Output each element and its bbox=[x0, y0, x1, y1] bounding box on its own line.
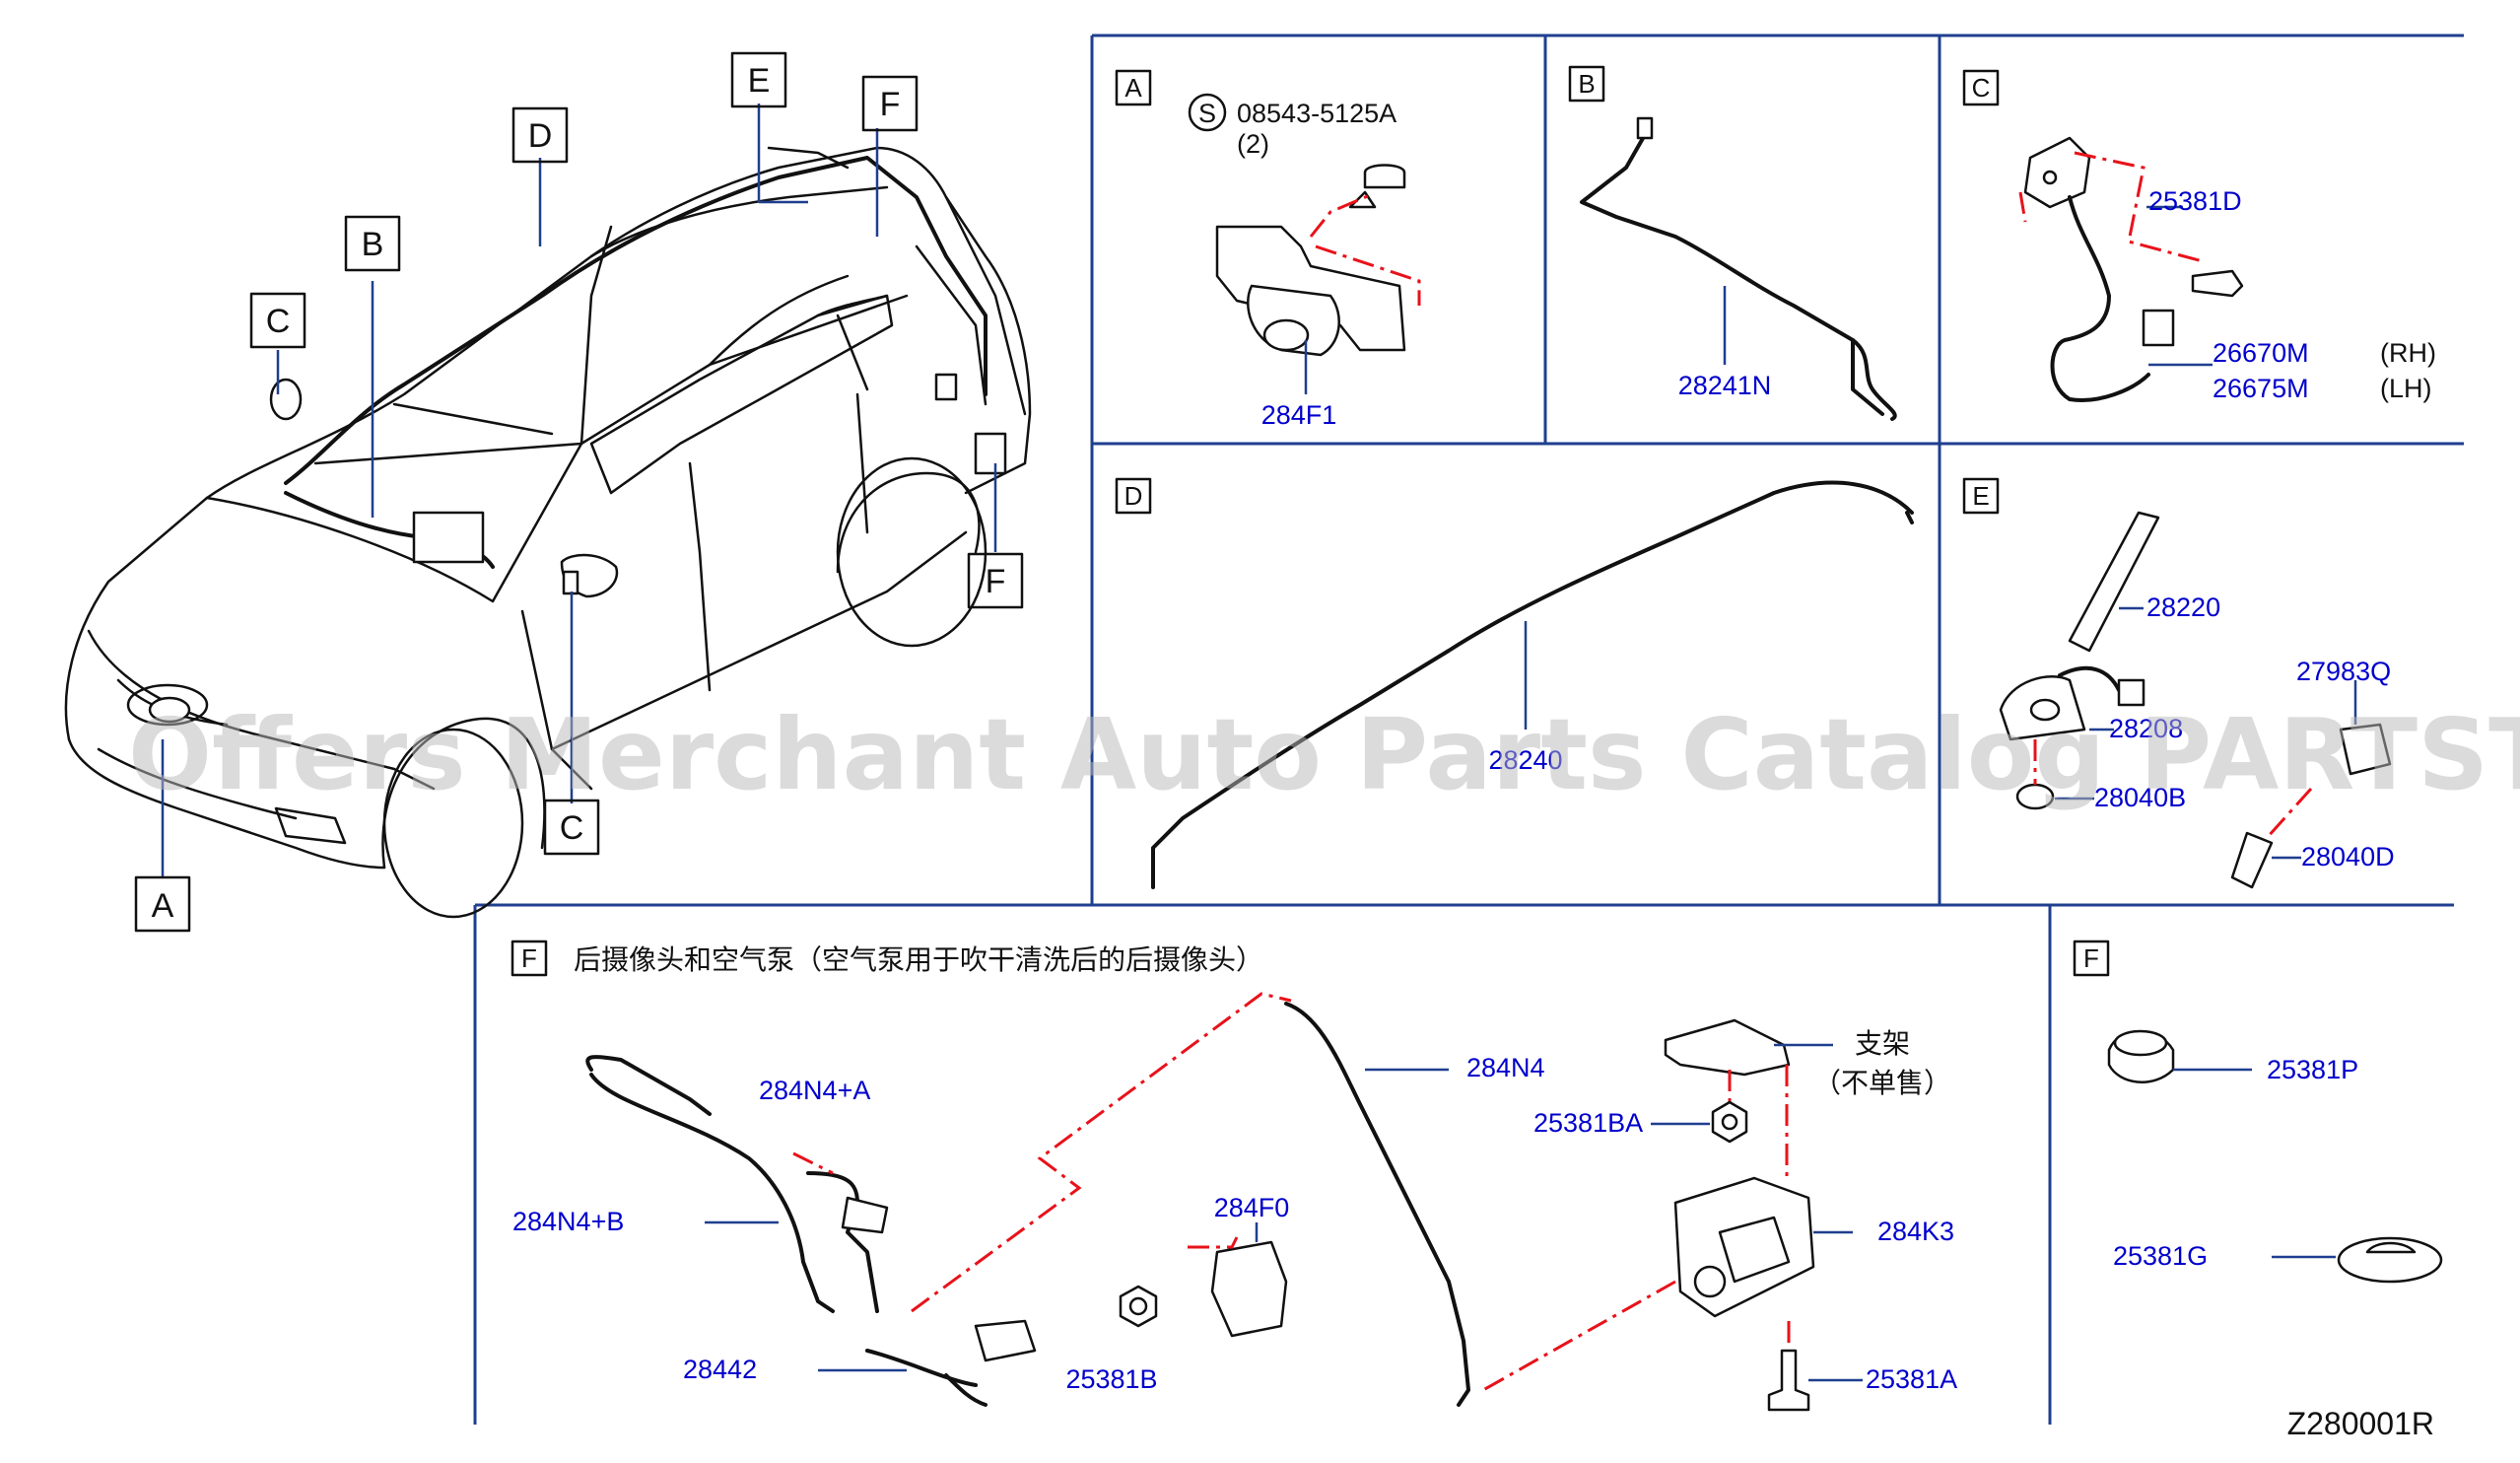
harness-a-part-number: 284N4+A bbox=[759, 1076, 870, 1105]
callout-a: A bbox=[152, 887, 174, 925]
harness-b-part-number: 284N4+B bbox=[512, 1207, 624, 1236]
panel-d: D 28240 bbox=[1115, 477, 1914, 889]
panel-e-letter: E bbox=[1972, 481, 1989, 511]
screw-part-number: 08543-5125A bbox=[1237, 99, 1396, 128]
grommet-f-part-number: 25381P bbox=[2267, 1055, 2358, 1084]
bolt-part-number: 28040D bbox=[2301, 842, 2395, 871]
panel-b-letter: B bbox=[1578, 69, 1595, 99]
vehicle-overview bbox=[64, 146, 1032, 919]
rh-part-number: 26670M bbox=[2213, 338, 2309, 368]
pump-part-number: 284K3 bbox=[1877, 1217, 1954, 1246]
connector-part-number: 27983Q bbox=[2296, 657, 2391, 686]
panel-f-letter: F bbox=[521, 943, 537, 973]
panel-e: E 28220 28208 28040B 27983Q 28040D bbox=[1962, 477, 2395, 889]
callout-c-lower: C bbox=[560, 809, 584, 847]
panel-f-small-letter: F bbox=[2083, 943, 2099, 973]
overview-callouts: A B C D E F F C bbox=[134, 51, 1024, 933]
panel-c-letter: C bbox=[1972, 73, 1991, 103]
watermark-text: Offers Merchant Auto Parts Catalog PARTS… bbox=[128, 697, 2520, 812]
nut-ba-part-number: 25381BA bbox=[1533, 1108, 1643, 1138]
panel-f-small: F 25381P 25381G bbox=[2073, 940, 2443, 1284]
callout-e: E bbox=[748, 62, 771, 100]
panel-frames bbox=[473, 34, 2464, 1425]
bracket-note: （不单售） bbox=[1813, 1067, 1951, 1099]
grommet-part-number: 28040B bbox=[2094, 783, 2186, 812]
screw-quantity: (2) bbox=[1237, 129, 1269, 159]
lh-part-number: 26675M bbox=[2213, 374, 2309, 403]
hose-part-number: 28442 bbox=[683, 1355, 757, 1384]
b-part-number: 28241N bbox=[1678, 371, 1772, 400]
screw-symbol: S bbox=[1198, 99, 1216, 128]
overview-leaders bbox=[161, 104, 997, 877]
diagram-code: Z280001R bbox=[2287, 1406, 2434, 1441]
cap-part-number: 25381G bbox=[2113, 1241, 2208, 1271]
antenna-part-number: 28220 bbox=[2146, 592, 2220, 622]
tube-part-number: 284N4 bbox=[1466, 1053, 1545, 1082]
d-part-number: 28240 bbox=[1488, 745, 1562, 775]
bolt-a-part-number: 25381A bbox=[1866, 1364, 1957, 1394]
camera-part-number: 284F1 bbox=[1261, 400, 1337, 430]
base-part-number: 28208 bbox=[2109, 714, 2183, 743]
panel-b: B 28241N bbox=[1568, 65, 1897, 421]
rh-label: (RH) bbox=[2380, 338, 2436, 368]
callout-d: D bbox=[528, 117, 553, 155]
nut-b-part-number: 25381B bbox=[1065, 1364, 1157, 1394]
bracket-label: 支架 bbox=[1855, 1027, 1910, 1060]
callout-f-top: F bbox=[880, 86, 901, 123]
panel-a-letter: A bbox=[1124, 73, 1142, 103]
panel-f-main: F 后摄像头和空气泵（空气泵用于吹干清洗后的后摄像头） 284N4 284F0 … bbox=[511, 940, 1957, 1412]
panel-f-title: 后摄像头和空气泵（空气泵用于吹干清洗后的后摄像头） bbox=[574, 943, 1263, 976]
clip-part-number: 25381D bbox=[2148, 186, 2242, 216]
callout-c: C bbox=[266, 303, 291, 340]
module-part-number: 284F0 bbox=[1214, 1193, 1290, 1222]
callout-f-rear: F bbox=[986, 563, 1006, 600]
panel-a: A S 08543-5125A (2) 284F1 bbox=[1115, 69, 1421, 430]
panel-c: C 25381D 26670M (RH) 26675M (LH) bbox=[1962, 69, 2436, 403]
panel-d-letter: D bbox=[1124, 481, 1143, 511]
callout-b: B bbox=[362, 226, 384, 263]
lh-label: (LH) bbox=[2380, 374, 2432, 403]
